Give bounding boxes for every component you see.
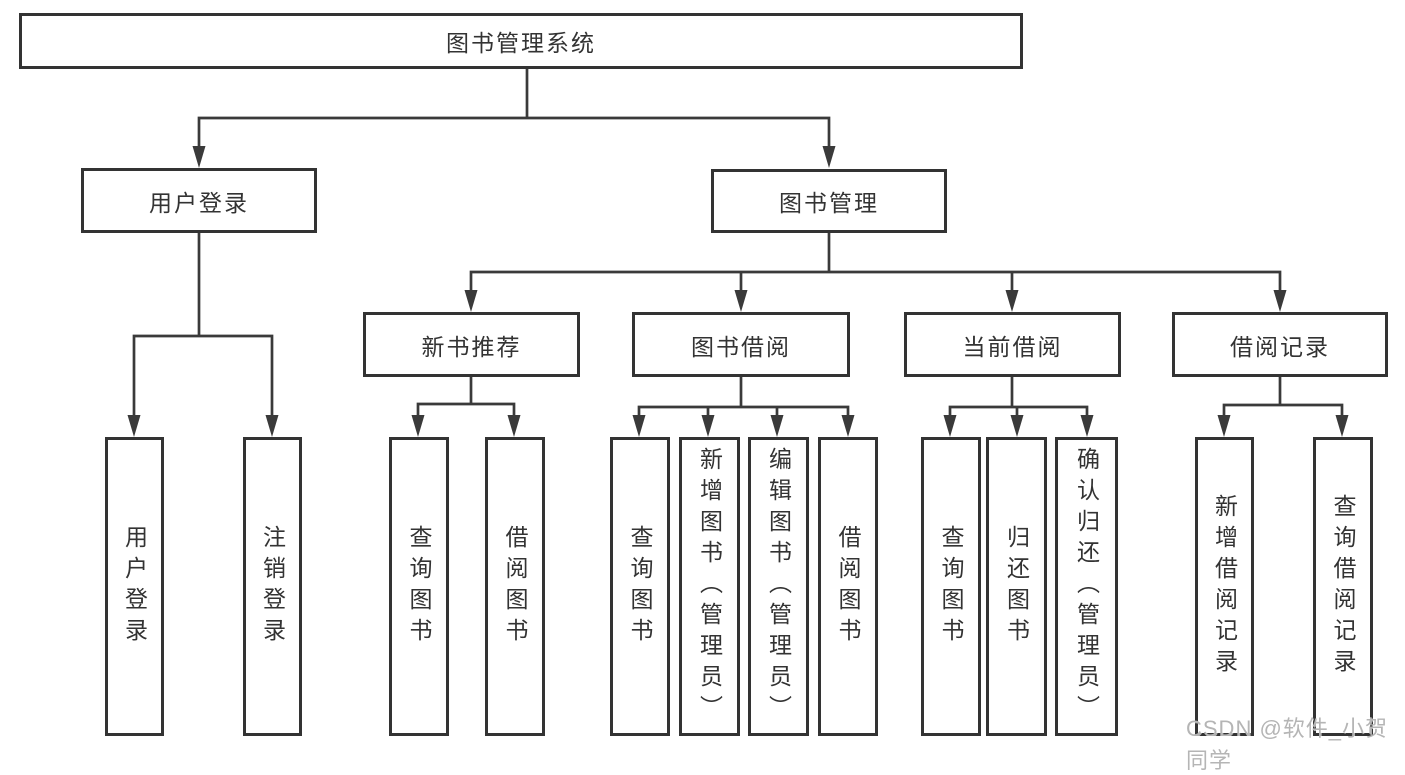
node-new-book-recommendation: 新书推荐 [363,312,580,377]
node-current-borrowing: 当前借阅 [904,312,1121,377]
edge-bookmgmt-to-level3 [469,231,1282,297]
node-leaf-borrow-books: 借阅图书 [818,437,878,736]
node-leaf-logout: 注销登录 [243,437,302,736]
node-leaf-confirm-return-admin: 确认归还（管理员） [1055,437,1118,736]
edge-root-to-level2 [197,67,831,152]
org-chart: 图书管理系统 用户登录 图书管理 新书推荐 图书借阅 当前借阅 借阅记录 用户登… [19,13,1388,773]
node-leaf-return-books: 归还图书 [986,437,1047,736]
node-leaf-query-books-borrowing: 查询图书 [610,437,670,736]
node-book-borrowing: 图书借阅 [632,312,850,377]
node-book-management: 图书管理 [711,169,947,233]
node-leaf-query-books-current: 查询图书 [921,437,981,736]
node-borrowing-records: 借阅记录 [1172,312,1388,377]
node-leaf-query-borrow-record: 查询借阅记录 [1313,437,1373,736]
edge-userlogin-to-children [132,231,274,422]
node-leaf-query-books-recommend: 查询图书 [389,437,449,736]
node-leaf-add-book-admin: 新增图书（管理员） [679,437,740,736]
csdn-watermark: CSDN @软件_小贺同学 [1186,716,1389,773]
node-library-management-system: 图书管理系统 [19,13,1023,69]
node-user-login: 用户登录 [81,168,317,233]
edge-records-to-children [1222,375,1344,422]
edge-newbook-to-children [416,375,516,422]
edge-current-to-children [948,375,1089,422]
node-leaf-edit-book-admin: 编辑图书（管理员） [748,437,809,736]
edge-borrowing-to-children [637,375,850,422]
node-leaf-add-borrow-record: 新增借阅记录 [1195,437,1254,736]
node-leaf-user-login: 用户登录 [105,437,164,736]
node-leaf-borrow-books-recommend: 借阅图书 [485,437,545,736]
